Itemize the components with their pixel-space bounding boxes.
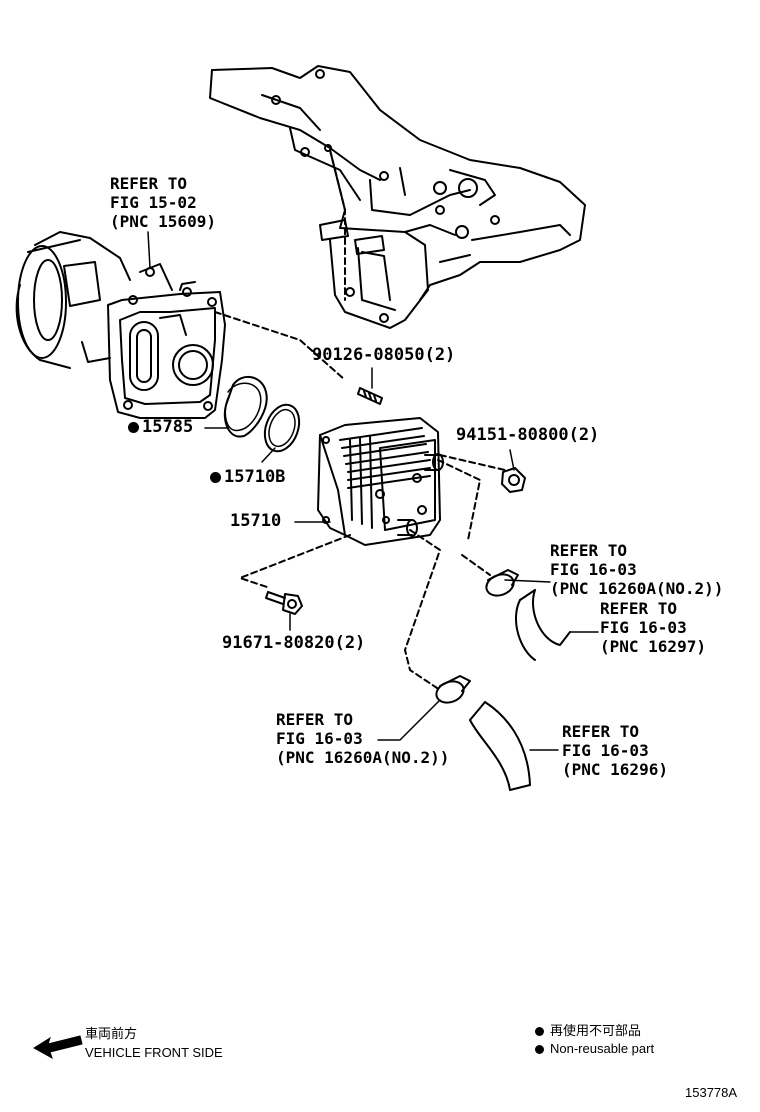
non-reusable-dot-icon [210, 472, 221, 483]
part-number-bolt: 91671-80820(2) [222, 633, 366, 653]
callout-refer-16260a-upper: REFER TO FIG 16-03 (PNC 16260A(NO.2)) [550, 541, 724, 598]
non-reusable-dot-icon [128, 422, 139, 433]
nut-drawing [501, 467, 526, 493]
callout-refer-16296: REFER TO FIG 16-03 (PNC 16296) [562, 722, 668, 779]
non-reusable-legend-jp: 再使用不可部品 [535, 1022, 641, 1039]
bolt-drawing [265, 591, 303, 615]
non-reusable-legend-en: Non-reusable part [535, 1040, 654, 1057]
gasket-drawing [223, 376, 268, 438]
part-number-stud-bolt: 90126-08050(2) [312, 345, 456, 365]
callout-refer-15-02: REFER TO FIG 15-02 (PNC 15609) [110, 174, 216, 231]
engine-block-drawing [209, 65, 586, 329]
non-reusable-dot-icon [535, 1027, 544, 1036]
vehicle-front-label-en: VEHICLE FRONT SIDE [85, 1045, 223, 1060]
vehicle-front-arrow-icon [33, 1035, 83, 1060]
stud-bolt-drawing [357, 387, 383, 405]
figure-id: 153778A [685, 1085, 738, 1100]
lower-hose-drawing [435, 675, 531, 791]
o-ring-drawing [263, 403, 301, 453]
callout-refer-16297: REFER TO FIG 16-03 (PNC 16297) [600, 599, 706, 656]
cooler-housing-drawing [15, 231, 226, 419]
part-number-nut: 94151-80800(2) [456, 425, 600, 445]
oil-cooler-drawing [317, 417, 444, 546]
part-number-oil-cooler: 15710 [230, 511, 282, 531]
vehicle-front-label-jp: 車両前方 [85, 1026, 138, 1041]
non-reusable-dot-icon [535, 1045, 544, 1054]
callout-refer-16260a-lower: REFER TO FIG 16-03 (PNC 16260A(NO.2)) [276, 710, 450, 767]
part-number-gasket: 15785 [128, 418, 193, 437]
part-number-o-ring: 15710B [210, 468, 285, 487]
